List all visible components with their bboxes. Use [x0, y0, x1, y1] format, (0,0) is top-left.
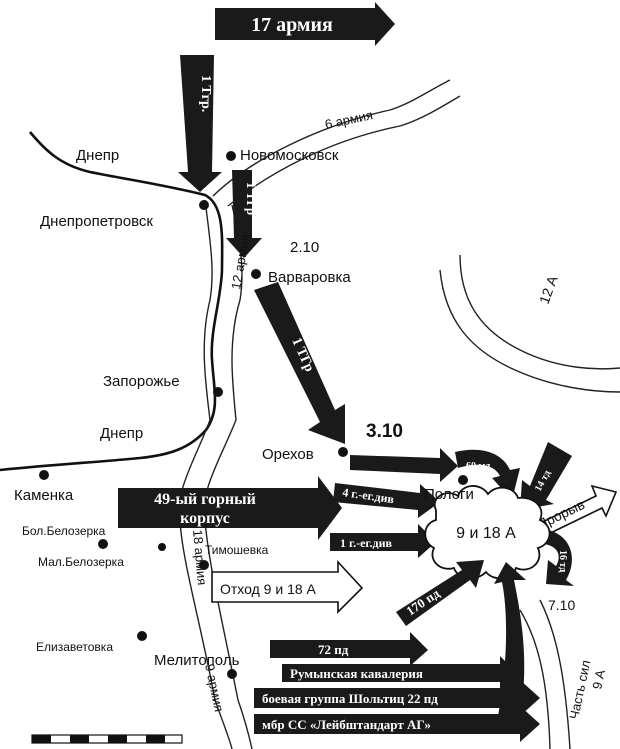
pd72-label: 72 пд [318, 642, 349, 657]
label-dnepr-south: Днепр [100, 425, 143, 442]
div1-arrow [330, 524, 436, 558]
corps49-arrow [118, 476, 342, 540]
label-dnepr-north: Днепр [76, 147, 119, 164]
label-part9a: Часть сил [566, 659, 593, 721]
label-date-3-10: 3.10 [366, 421, 403, 442]
label-bol-belozerka: Бол.Белозерка [22, 524, 106, 538]
td16-arrow [544, 530, 574, 586]
romanian-arrow [282, 656, 518, 690]
city-novomoskovsk-dot [226, 151, 236, 161]
army17-label: 17 армия [251, 14, 333, 36]
label-date-7-10: 7.10 [548, 597, 575, 613]
retreat-arrow [211, 559, 364, 614]
label-part9a-2: 9 А [589, 668, 608, 691]
label-melitopol: Мелитополь [154, 652, 240, 669]
td16-label: 16 тд [557, 550, 568, 572]
label-army12A: 12 А [536, 273, 561, 306]
road-12-army-b [203, 204, 253, 749]
dnepr-river-north [0, 131, 224, 472]
scholtz-label: боевая группа Шольтиц 22 пд [262, 691, 438, 706]
southern-curved-arrow [494, 562, 526, 716]
orekhov-arrow [350, 448, 458, 482]
army17-arrow [215, 2, 395, 46]
label-pologi: Пологи [424, 486, 474, 503]
tgr1-small-label: 1 ТГр [244, 182, 259, 215]
label-army18: 18 армия [190, 529, 210, 586]
div4-arrow [333, 483, 440, 518]
md60-label: 60 мд [466, 461, 490, 472]
line-9a-outer [539, 599, 571, 749]
tgr1-mid-arrow [254, 282, 345, 444]
scholtz-arrow [254, 680, 540, 716]
label-dnepropetrovsk: Днепропетровск [40, 213, 153, 230]
retreat-label: Отход 9 и 18 А [220, 581, 317, 597]
label-timoshevka: Тимошевка [205, 543, 269, 557]
scale-bar [31, 734, 183, 744]
road-12-army-a [178, 199, 233, 749]
city-timoshevka-dot [199, 560, 209, 570]
td14-arrow [520, 442, 572, 510]
div1-label: 1 г.-ег.див [340, 536, 392, 550]
tgr1-small-arrow [226, 170, 262, 258]
line-12a-inner [439, 269, 620, 393]
label-army6: 6 армия [324, 107, 375, 132]
romanian-label: Румынская кавалерия [290, 666, 423, 681]
city-zaporozhye-dot [213, 387, 223, 397]
line-12a-outer [459, 254, 620, 370]
line-9a-inner [519, 609, 551, 749]
city-bol-belozerka-dot [98, 539, 108, 549]
city-orekhov-dot [338, 447, 348, 457]
army9-18-cloud-label: 9 и 18 А [456, 525, 516, 542]
pd170-arrow [396, 560, 484, 626]
tgr1-north-arrow [178, 55, 222, 192]
city-dnepropetrovsk-dot [199, 200, 209, 210]
label-elizavetovka: Елизаветовка [36, 640, 113, 654]
city-mal-belozerka-dot [158, 543, 166, 551]
corps49-label-2: корпус [180, 510, 230, 527]
city-pologi-dot [458, 475, 468, 485]
label-orekhov: Орехов [262, 446, 314, 463]
city-varvarovka-dot [251, 269, 261, 279]
road-6-army-b [227, 95, 461, 207]
label-date-2-10: 2.10 [290, 239, 319, 256]
corps49-label-1: 49-ый горный [154, 491, 256, 508]
label-varvarovka: Варваровка [268, 269, 351, 286]
city-elizavetovka-dot [137, 631, 147, 641]
label-novomoskovsk: Новомосковск [240, 147, 339, 164]
label-zaporozhye: Запорожье [103, 373, 180, 390]
pd72-arrow [270, 632, 428, 666]
city-melitopol-dot [227, 669, 237, 679]
lah-label: мбр СС «Лейбштандарт АГ» [262, 717, 431, 732]
city-kamenka-dot [39, 470, 49, 480]
label-mal-belozerka: Мал.Белозерка [38, 555, 124, 569]
tgr1-north-label: 1 Tгр. [198, 75, 213, 112]
lah-arrow [254, 706, 540, 742]
label-army9: 9 армия [202, 663, 227, 714]
label-kamenka: Каменка [14, 487, 74, 504]
encirclement-cloud [424, 485, 551, 580]
